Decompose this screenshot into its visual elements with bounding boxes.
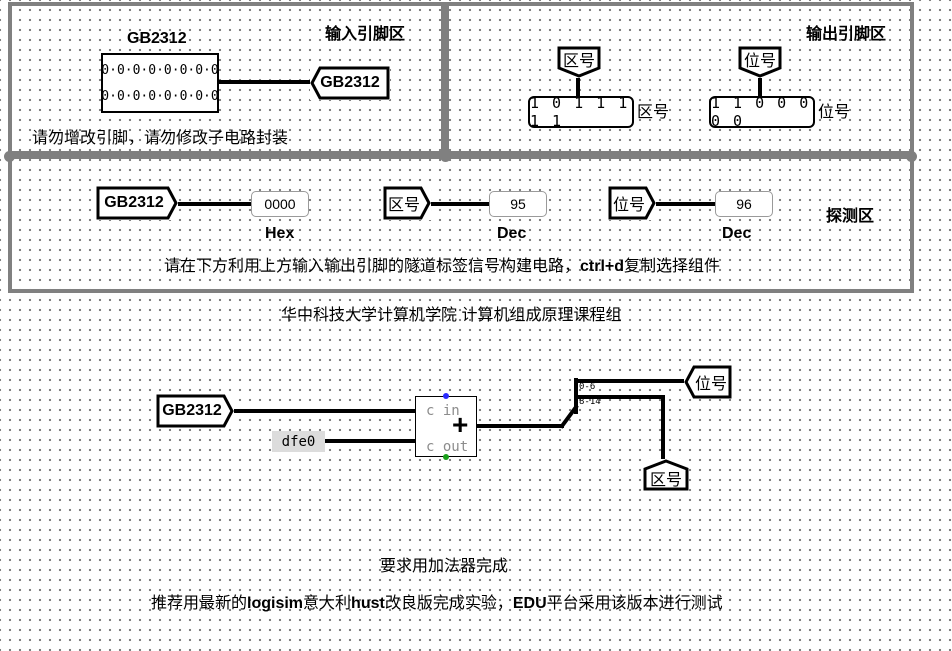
footer-recommendation: 推荐用最新的logisim意大利hust改良版完成实验，EDU平台采用该版本进行… xyxy=(151,595,723,612)
probe-wei-radix: Dec xyxy=(722,225,752,242)
probe-qu-tunnel[interactable]: 区号 xyxy=(383,186,431,220)
footer-requirement: 要求用加法器完成 xyxy=(380,558,509,575)
wire xyxy=(559,404,579,429)
course-credit: 华中科技大学计算机学院 计算机组成原理课程组 xyxy=(281,307,622,324)
probe-hex-radix: Hex xyxy=(265,225,295,242)
gb2312-input-pin[interactable]: 0·0·0·0·0·0·0·0 0·0·0·0·0·0·0·0 xyxy=(101,53,219,113)
wei-output-pin-label: 位号 xyxy=(818,104,851,121)
pin-bits-row1: 0·0·0·0·0·0·0·0 xyxy=(101,62,219,78)
wei-output-pin[interactable]: 1 1 0 0 0 0 0 xyxy=(709,94,815,130)
probe-qu-dec[interactable]: 95 xyxy=(489,191,547,217)
probe-hex[interactable]: 0000 xyxy=(251,191,309,217)
circuit-wei-tunnel[interactable]: 位号 xyxy=(684,365,732,399)
probe-region-note: 请在下方利用上方输入输出引脚的隧道标签信号构建电路，ctrl+d复制选择组件 xyxy=(164,258,721,275)
qu-output-pin-label: 区号 xyxy=(637,104,670,121)
input-pin-region xyxy=(8,2,449,159)
adder-plus-icon: + xyxy=(452,409,469,440)
output-region-title: 输出引脚区 xyxy=(806,26,887,43)
wei-tunnel-tag[interactable]: 位号 xyxy=(738,46,782,78)
probe-wei-dec[interactable]: 96 xyxy=(715,191,773,217)
probe-wei-tunnel[interactable]: 位号 xyxy=(608,186,656,220)
gb2312-tunnel-tag[interactable]: GB2312 xyxy=(310,66,390,100)
pin-bits-row2: 0·0·0·0·0·0·0·0 xyxy=(101,88,219,104)
constant-dfe0[interactable]: dfe0 xyxy=(272,431,325,452)
splitter-high-label: 8-14 xyxy=(579,397,601,407)
adder-cin-port xyxy=(443,393,449,399)
frame-corner xyxy=(440,151,451,162)
adder-cin-label: c in xyxy=(426,403,460,419)
probe-qu-radix: Dec xyxy=(497,225,527,242)
input-region-note: 请勿增改引脚，请勿修改子电路封装 xyxy=(32,130,289,147)
qu-tunnel-tag[interactable]: 区号 xyxy=(557,46,601,78)
splitter-low-label: 0-6 xyxy=(579,382,596,392)
input-pin-name: GB2312 xyxy=(127,30,187,47)
output-pin-region xyxy=(441,2,914,159)
circuit-gb2312-tunnel[interactable]: GB2312 xyxy=(156,394,234,428)
probe-region xyxy=(8,151,914,293)
qu-output-pin[interactable]: 1 0 1 1 1 1 1 xyxy=(528,94,634,130)
probe-region-title: 探测区 xyxy=(826,208,875,225)
adder-cout-label: c out xyxy=(426,439,469,455)
input-region-title: 输入引脚区 xyxy=(325,26,406,43)
probe-gb2312-tunnel[interactable]: GB2312 xyxy=(96,186,178,220)
adder-cout-port xyxy=(443,454,449,460)
frame-corner xyxy=(906,151,917,162)
circuit-qu-tunnel[interactable]: 区号 xyxy=(643,459,689,491)
adder[interactable]: c in c out + xyxy=(415,396,477,457)
frame-corner xyxy=(4,151,15,162)
